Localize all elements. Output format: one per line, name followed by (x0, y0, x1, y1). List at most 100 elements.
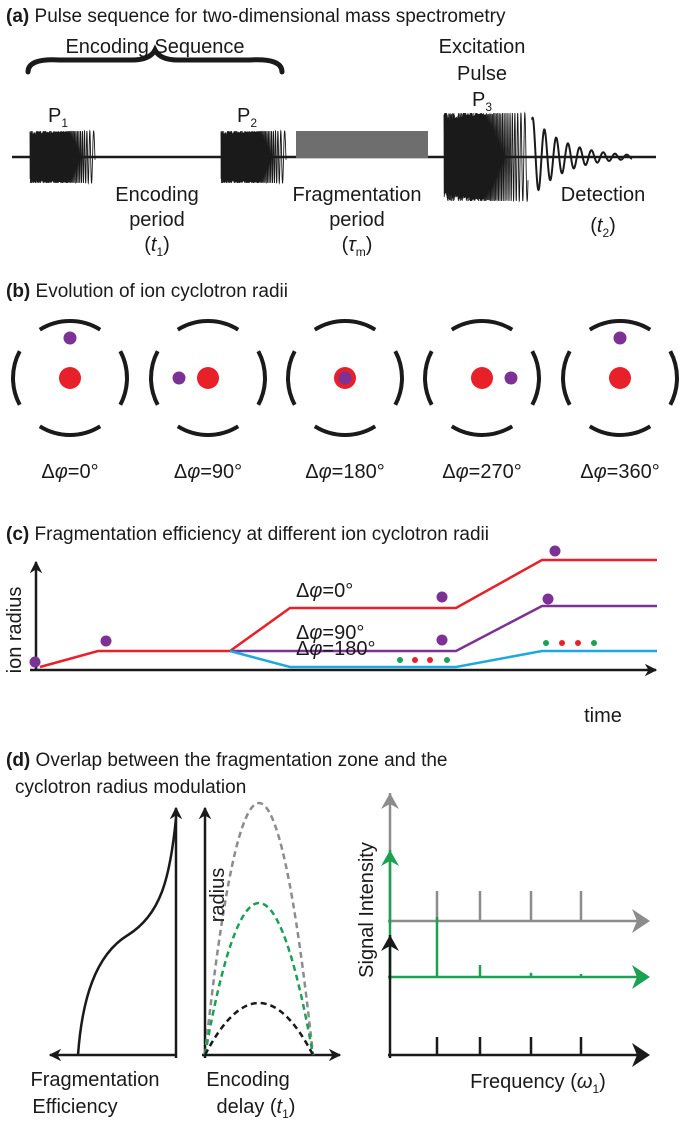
pulse-p2 (220, 129, 287, 185)
purple-ion-marker (542, 593, 554, 605)
fragmentation-period-var: (τm) (342, 234, 373, 259)
trap-electrode-left (423, 350, 434, 406)
trap-electrode-right (256, 350, 267, 406)
frequency-axis-label: Frequency (ω1) (470, 1071, 606, 1096)
panel-d-plot (48, 793, 650, 1067)
curve-dphi-90 (230, 604, 657, 653)
spectrum-x-arrow (632, 965, 650, 989)
fragment-ion-marker (575, 640, 581, 646)
panel-b-title: (b) Evolution of ion cyclotron radii (6, 281, 288, 302)
trap-electrode-right (668, 350, 679, 406)
radius-axis-label: radius (207, 868, 229, 922)
purple-ion (63, 331, 77, 345)
panel-d-title-line1: (d) Overlap between the fragmentation zo… (6, 750, 448, 771)
panel-c-ylabel: ion radius (4, 587, 26, 674)
green-radius-curve (203, 901, 315, 1056)
fragment-ion-marker (543, 640, 549, 646)
curve-label-value: =90° (322, 622, 364, 644)
fragment-ion-marker (591, 640, 597, 646)
trap-electrode-right (393, 350, 404, 406)
delta-symbol: Δ (305, 461, 318, 483)
spectrum-y-arrow (381, 850, 399, 866)
encoding-brace (25, 44, 285, 75)
red-ion (471, 367, 493, 389)
curve-label: Δφ=180° (296, 638, 375, 660)
fragment-ion-marker (427, 657, 433, 663)
fragmentation-period-line1: Fragmentation (293, 184, 422, 206)
signal-intensity-label: Signal Intensity (356, 842, 378, 978)
phi-symbol: φ (309, 638, 322, 660)
purple-ion-marker (29, 656, 41, 668)
phi-symbol: φ (319, 461, 332, 483)
panel-a-title-text: Pulse sequence for two-dimensional mass … (35, 6, 506, 27)
panel-c: (c) Fragmentation efficiency at differen… (4, 524, 658, 727)
excitation-label-line2: Pulse (457, 63, 507, 85)
trap-electrode-right (530, 350, 541, 406)
detection-fid-wave (531, 116, 633, 192)
curve-label-value: =0° (322, 580, 353, 602)
gray-radius-curve (203, 802, 315, 1056)
phase-value: =180° (332, 461, 385, 483)
panel-a-title: (a) Pulse sequence for two-dimensional m… (6, 6, 506, 27)
detection-line1: Detection (561, 184, 646, 206)
panel-d-letter: (d) (6, 750, 30, 771)
panel-c-title-text: Fragmentation efficiency at different io… (35, 524, 489, 545)
curve-label: Δφ=90° (296, 622, 364, 644)
spectrum-y-arrow (381, 793, 399, 809)
delta-symbol: Δ (296, 638, 309, 660)
trap-electrode-top (176, 319, 240, 332)
spectrum-x-arrow (632, 909, 650, 933)
phi-symbol: φ (309, 622, 322, 644)
red-ion (609, 367, 631, 389)
detection-var: (t2) (590, 215, 616, 240)
panel-b: (b) Evolution of ion cyclotron radii Δφ=… (6, 281, 679, 483)
phase-label: Δφ=0° (41, 461, 98, 483)
phi-symbol: φ (187, 461, 200, 483)
purple-ion (613, 331, 627, 345)
curve-label-value: =180° (322, 638, 375, 660)
trap-electrode-bottom (176, 424, 240, 437)
trap-electrode-left (11, 350, 22, 406)
trap-electrode-bottom (313, 424, 377, 437)
panel-b-title-text: Evolution of ion cyclotron radii (36, 281, 288, 302)
trap-electrode-bottom (38, 424, 102, 437)
trap-electrode-left (149, 350, 160, 406)
fragment-ion-marker (412, 657, 418, 663)
fragmentation-block (296, 131, 428, 158)
purple-ion (172, 371, 186, 385)
phase-value: =0° (68, 461, 99, 483)
trap-electrode-bottom (588, 424, 652, 437)
panel-b-letter: (b) (6, 281, 30, 302)
panel-a: (a) Pulse sequence for two-dimensional m… (6, 6, 656, 259)
purple-ion (504, 371, 518, 385)
panel-c-plot: Δφ=0°Δφ=90°Δφ=180° (29, 545, 658, 677)
trap-electrode-top (313, 319, 377, 332)
delta-symbol: Δ (41, 461, 54, 483)
phi-symbol: φ (55, 461, 68, 483)
p1-label: P1 (48, 105, 68, 130)
panel-c-letter: (c) (6, 524, 29, 545)
delta-symbol: Δ (174, 461, 187, 483)
phase-label: Δφ=90° (174, 461, 242, 483)
trap-electrode-left (286, 350, 297, 406)
spectrum-y-arrow (381, 935, 399, 951)
fragment-ion-marker (444, 657, 450, 663)
delta-symbol: Δ (442, 461, 455, 483)
p3-label: P3 (472, 89, 492, 114)
delta-symbol: Δ (580, 461, 593, 483)
phi-symbol: φ (594, 461, 607, 483)
phase-value: =360° (607, 461, 660, 483)
delta-symbol: Δ (296, 580, 309, 602)
encoding-delay-line1: Encoding (206, 1069, 289, 1091)
pulse-p3 (443, 111, 529, 203)
ion-traps-group: Δφ=0°Δφ=90°Δφ=180°Δφ=270°Δφ=360° (11, 319, 679, 483)
frag-efficiency-curve (76, 817, 178, 1056)
pulse-p1 (29, 129, 96, 185)
panel-c-title: (c) Fragmentation efficiency at differen… (6, 524, 489, 545)
curve-dphi-180 (229, 649, 657, 669)
phi-symbol: φ (309, 580, 322, 602)
fragment-ion-marker (397, 657, 403, 663)
delta-symbol: Δ (296, 622, 309, 644)
trap-electrode-left (561, 350, 572, 406)
